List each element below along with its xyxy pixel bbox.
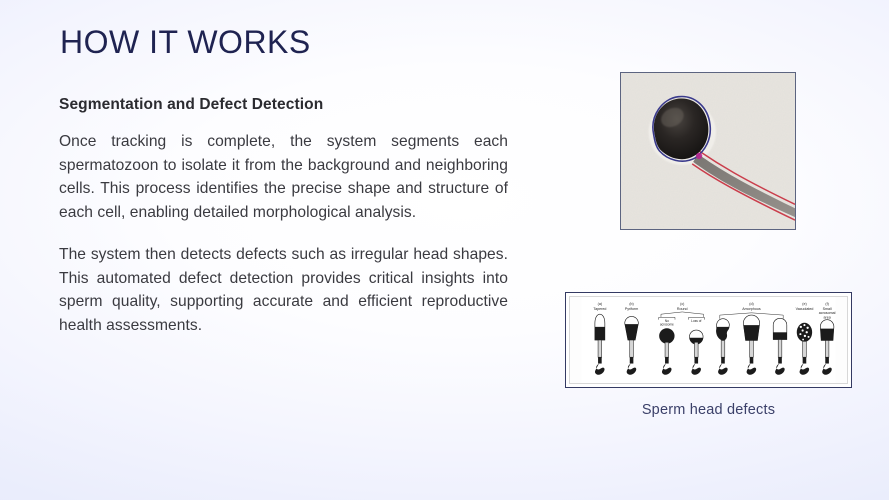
text-column: Segmentation and Defect Detection Once t… <box>59 96 508 338</box>
spermatozoon-illustration <box>621 73 795 229</box>
svg-text:Vacuolated: Vacuolated <box>796 307 814 311</box>
svg-text:(e): (e) <box>802 302 806 306</box>
svg-text:(a): (a) <box>598 302 602 306</box>
svg-text:Small: Small <box>823 307 832 311</box>
svg-text:(b): (b) <box>629 302 633 306</box>
svg-text:(f): (f) <box>825 302 828 306</box>
defects-illustration: .lbl{font-family:"Liberation Sans",sans-… <box>581 297 836 383</box>
body-paragraph-2: The system then detects defects such as … <box>59 245 508 334</box>
page-title: HOW IT WORKS <box>60 24 311 60</box>
svg-text:Tapered: Tapered <box>593 307 606 311</box>
svg-text:acrosome: acrosome <box>660 323 674 327</box>
svg-text:area: area <box>823 315 830 319</box>
svg-text:(c): (c) <box>680 302 684 306</box>
body-paragraph-1: Once tracking is complete, the system se… <box>59 133 508 222</box>
svg-text:acrosomal: acrosomal <box>819 311 836 315</box>
figure-caption: Sperm head defects <box>641 402 776 418</box>
svg-text:No: No <box>665 319 669 323</box>
svg-text:Loss of: Loss of <box>691 319 701 323</box>
defects-diagram-frame: .lbl{font-family:"Liberation Sans",sans-… <box>569 296 848 384</box>
sperm-head-defects-image: .lbl{font-family:"Liberation Sans",sans-… <box>565 292 852 388</box>
segmented-spermatozoon-image <box>620 72 796 230</box>
section-subheading: Segmentation and Defect Detection <box>59 96 324 113</box>
svg-text:(d): (d) <box>749 302 753 306</box>
svg-text:Amorphous: Amorphous <box>742 307 761 311</box>
svg-text:Round: Round <box>677 307 688 311</box>
svg-text:Pyriform: Pyriform <box>625 307 638 311</box>
